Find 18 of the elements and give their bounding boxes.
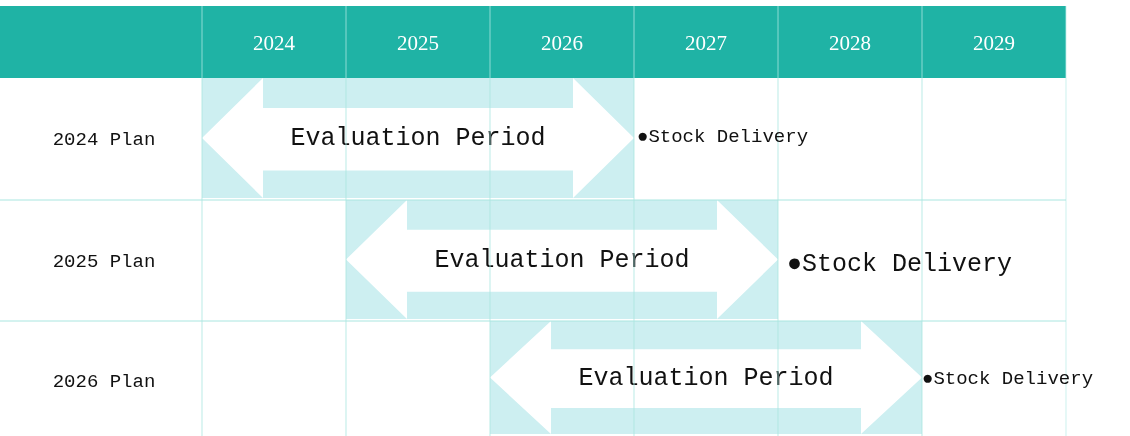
stock-delivery-marker: ●Stock Delivery (787, 249, 1013, 279)
stock-delivery-marker: ●Stock Delivery (637, 126, 809, 148)
year-header: 2029 (973, 30, 1015, 56)
year-header: 2025 (397, 30, 439, 56)
bar-label: Evaluation Period (290, 123, 546, 153)
bar-label: Evaluation Period (578, 363, 834, 392)
plan-row-label: 2024 Plan (52, 129, 156, 151)
year-header: 2028 (829, 30, 871, 56)
bar-label: Evaluation Period (434, 245, 690, 274)
gantt-bar (346, 200, 778, 319)
gantt-bar (202, 78, 634, 198)
plan-row-label: 2025 Plan (52, 251, 156, 273)
year-header: 2026 (541, 30, 583, 56)
year-header: 2024 (253, 30, 295, 56)
gantt-bar (490, 321, 922, 434)
stock-delivery-marker: ●Stock Delivery (922, 368, 1094, 390)
year-header: 2027 (685, 30, 727, 56)
plan-row-label: 2026 Plan (52, 371, 156, 393)
